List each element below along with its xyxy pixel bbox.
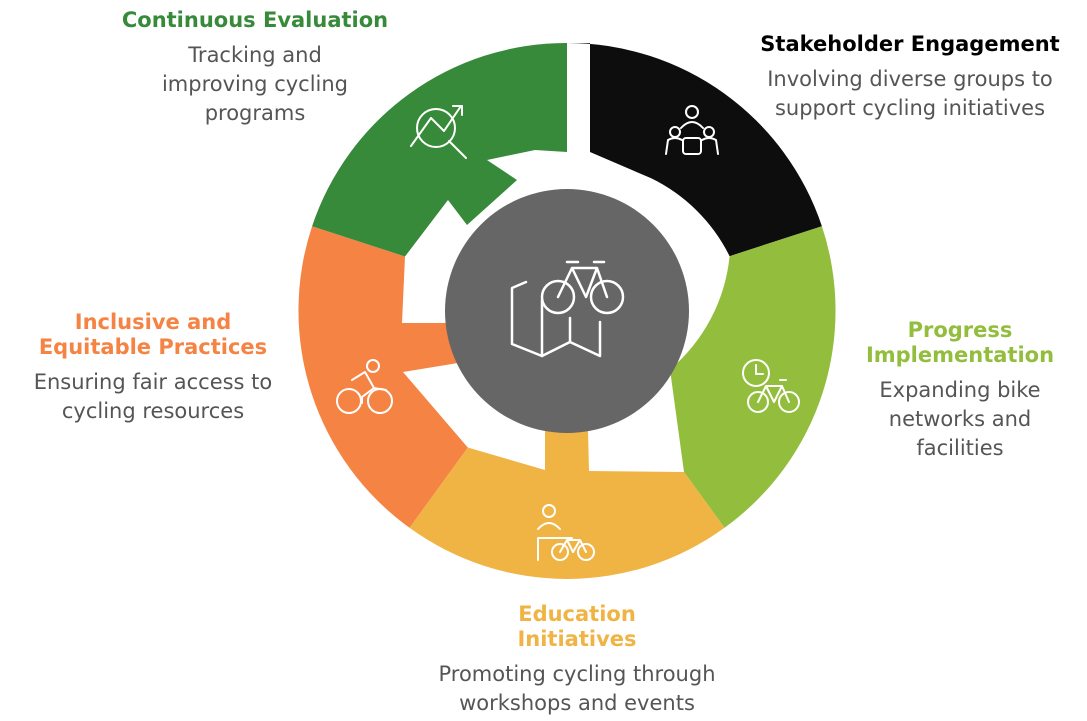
segment-progress	[670, 226, 836, 528]
group-people-icon	[665, 105, 719, 155]
clock-bicycle-icon	[742, 359, 800, 413]
cyclist-icon	[336, 359, 393, 414]
education-title: Education Initiatives	[517, 602, 637, 651]
stakeholder-description: Involving diverse groups to support cycl…	[767, 67, 1053, 120]
chart-magnifier-icon	[410, 105, 467, 159]
segment-evaluation	[312, 42, 567, 257]
education-description: Promoting cycling through workshops and …	[438, 662, 716, 715]
segment-inclusive	[298, 226, 468, 528]
label-progress: Progress Implementation Expanding bike n…	[855, 318, 1065, 463]
segment-stakeholder	[567, 42, 822, 257]
stakeholder-title: Stakeholder Engagement	[760, 32, 1060, 56]
evaluation-title: Continuous Evaluation	[121, 8, 389, 32]
teacher-bicycle-icon	[537, 504, 595, 561]
evaluation-description: Tracking and improving cycling programs	[161, 43, 349, 125]
label-inclusive: Inclusive and Equitable Practices Ensuri…	[8, 310, 298, 426]
label-education: Education Initiatives Promoting cycling …	[402, 602, 752, 718]
label-stakeholder: Stakeholder Engagement Involving diverse…	[730, 32, 1087, 123]
segment-education	[409, 430, 725, 579]
inclusive-title: Inclusive and Equitable Practices	[38, 310, 268, 359]
progress-description: Expanding bike networks and facilities	[879, 378, 1041, 460]
label-evaluation: Continuous Evaluation Tracking and impro…	[105, 8, 405, 128]
bicycle-map-icon	[510, 260, 625, 358]
inclusive-description: Ensuring fair access to cycling resource…	[33, 370, 273, 423]
progress-title: Progress Implementation	[865, 318, 1055, 367]
